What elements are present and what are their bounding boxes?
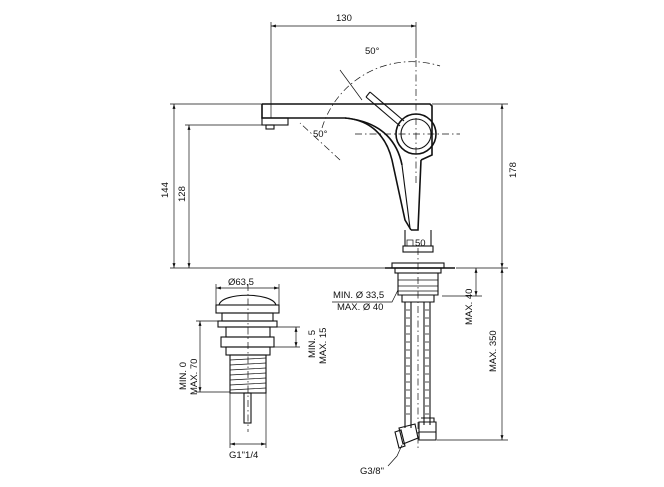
dim-waste-min: MIN. 0 xyxy=(178,362,189,390)
dim-flange-min: MIN. 5 xyxy=(307,330,318,358)
dim-hose-max: MAX. 350 xyxy=(488,330,499,372)
dim-base-square: 50 xyxy=(415,238,426,249)
dim-hole-min: MIN. Ø 33,5 xyxy=(333,290,384,301)
faucet-body xyxy=(261,91,455,449)
center-lines xyxy=(247,60,460,450)
dim-waste-diameter: Ø63,5 xyxy=(228,277,254,288)
waste-assembly xyxy=(215,294,280,424)
dim-spout-reach: 130 xyxy=(336,13,352,24)
dim-waste-thread: G1"1/4 xyxy=(229,450,258,461)
dimension-lines xyxy=(170,22,508,467)
dim-waste-max: MAX. 70 xyxy=(189,359,200,395)
dim-height-outlet: 128 xyxy=(177,186,188,202)
dim-height-total: 178 xyxy=(508,162,519,178)
dim-angle-top: 50° xyxy=(365,46,380,57)
dim-angle-bottom: 50° xyxy=(313,129,328,140)
dim-hose-thread: G3/8" xyxy=(360,466,384,477)
dim-deck-max: MAX. 40 xyxy=(464,289,475,325)
dim-height-spout: 144 xyxy=(160,182,171,198)
dim-flange-max: MAX. 15 xyxy=(318,328,329,364)
dim-hole-max: MAX. Ø 40 xyxy=(337,302,383,313)
dimension-labels: 130 50° 50° 50 Ø63,5 MIN. Ø 33,5 MAX. Ø … xyxy=(160,13,519,477)
